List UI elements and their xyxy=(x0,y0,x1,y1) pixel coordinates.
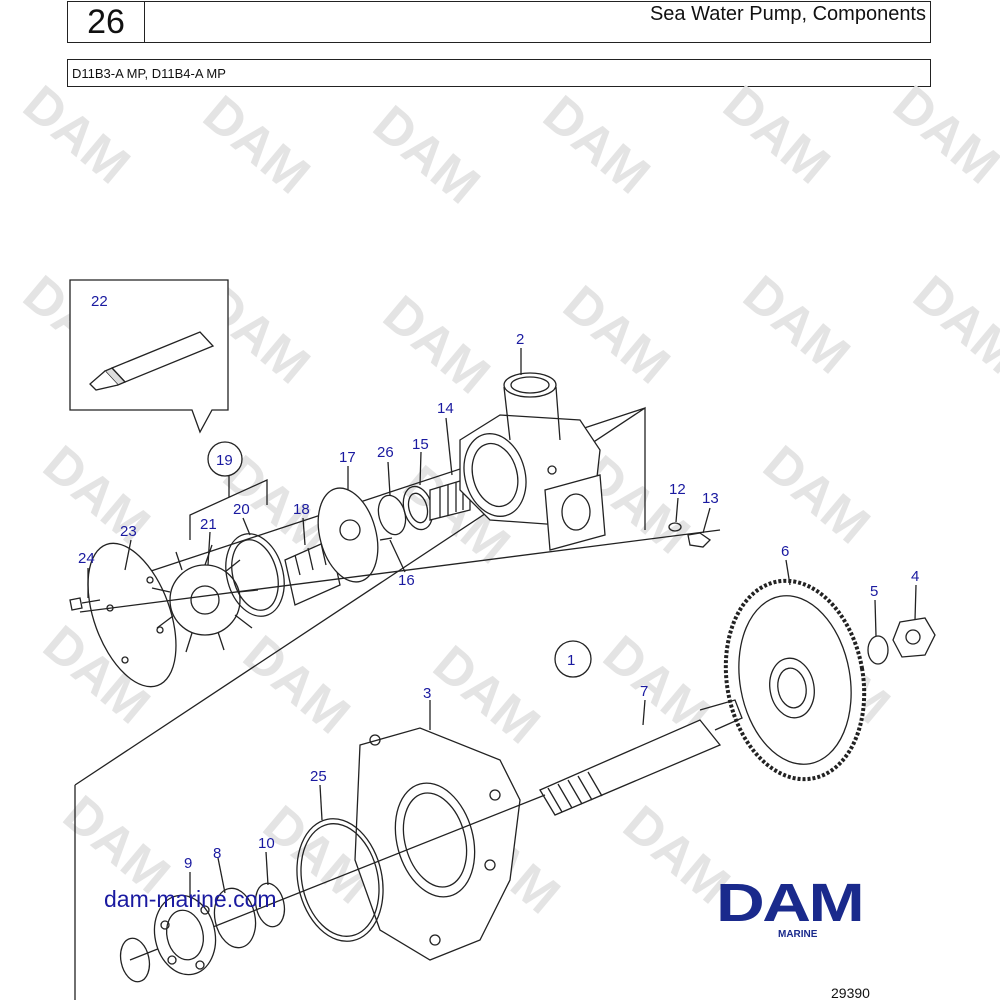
ball-bearing xyxy=(153,894,217,976)
callout-26: 26 xyxy=(377,444,394,461)
washer-16 xyxy=(379,537,393,541)
website-label: dam-marine.com xyxy=(104,886,277,912)
callout-labels: 1 2 3 4 5 6 7 8 9 10 12 13 14 15 16 17 1… xyxy=(78,293,919,872)
bearing-housing xyxy=(354,727,521,961)
watermark-text: DAM xyxy=(372,285,500,406)
logo-subtitle: MARINE xyxy=(778,929,818,940)
callout-21: 21 xyxy=(200,516,217,533)
page-number: 26 xyxy=(68,2,145,42)
callout-16: 16 xyxy=(398,572,415,589)
callout-22: 22 xyxy=(91,293,108,310)
callout-4: 4 xyxy=(911,568,919,585)
circled-callout-19 xyxy=(207,441,243,477)
pump-housing xyxy=(459,372,606,551)
callout-12: 12 xyxy=(669,481,686,498)
ring-11 xyxy=(119,937,151,983)
watermark-text: DAM xyxy=(362,95,490,216)
callout-1: 1 xyxy=(567,652,575,669)
callout-20: 20 xyxy=(233,501,250,518)
callout-5: 5 xyxy=(870,583,878,600)
o-ring-25 xyxy=(296,818,384,942)
drive-gear xyxy=(723,578,867,782)
callout-25: 25 xyxy=(310,768,327,785)
watermark-text: DAM xyxy=(32,435,160,556)
callout-7: 7 xyxy=(640,683,648,700)
washer-12 xyxy=(668,522,682,532)
screw-24 xyxy=(69,597,101,611)
callout-18: 18 xyxy=(293,501,310,518)
circlip-8 xyxy=(213,887,257,949)
watermark-text: DAM xyxy=(902,265,1000,386)
callout-17: 17 xyxy=(339,449,356,466)
screw-13 xyxy=(687,532,712,548)
watermark-text: DAM xyxy=(712,75,840,196)
watermark-text: DAM xyxy=(232,625,360,746)
callout-24: 24 xyxy=(78,550,95,567)
watermark-text: DAM xyxy=(732,265,860,386)
nut-4 xyxy=(892,617,936,658)
callout-13: 13 xyxy=(702,490,719,507)
o-ring-20 xyxy=(225,533,285,617)
callout-2: 2 xyxy=(516,331,524,348)
watermark-text: DAM xyxy=(552,275,680,396)
callout-19: 19 xyxy=(216,452,233,469)
model-box: D11B3-A MP, D11B4-A MP xyxy=(67,59,931,87)
header-box: 26 Sea Water Pump, Components xyxy=(67,1,931,43)
sealant-tube-icon xyxy=(89,331,215,391)
model-list: D11B3-A MP, D11B4-A MP xyxy=(72,66,226,81)
watermark-text: DAM xyxy=(192,85,320,206)
watermark-text: DAM xyxy=(882,75,1000,196)
callout-9: 9 xyxy=(184,855,192,872)
center-axis xyxy=(79,529,721,613)
page-title: Sea Water Pump, Components xyxy=(649,3,926,25)
leader-lines xyxy=(87,348,917,898)
callout-10: 10 xyxy=(258,835,275,852)
callout-3: 3 xyxy=(423,685,431,702)
figure-number: 29390 xyxy=(831,985,870,1001)
callout-6: 6 xyxy=(781,543,789,560)
washer-5 xyxy=(867,635,889,665)
circled-callout-1 xyxy=(554,640,592,678)
drive-shaft xyxy=(539,699,743,816)
cover-plate xyxy=(87,542,177,688)
circlip-10 xyxy=(254,882,286,928)
wear-plate xyxy=(317,487,379,583)
watermark-text: DAM xyxy=(752,435,880,556)
watermark-text: DAM xyxy=(532,85,660,206)
callout-14: 14 xyxy=(437,400,454,417)
callout-8: 8 xyxy=(213,845,221,862)
dam-logo: DAM xyxy=(716,873,865,933)
watermark-text: DAM xyxy=(12,75,140,196)
callout-23: 23 xyxy=(120,523,137,540)
callout-15: 15 xyxy=(412,436,429,453)
